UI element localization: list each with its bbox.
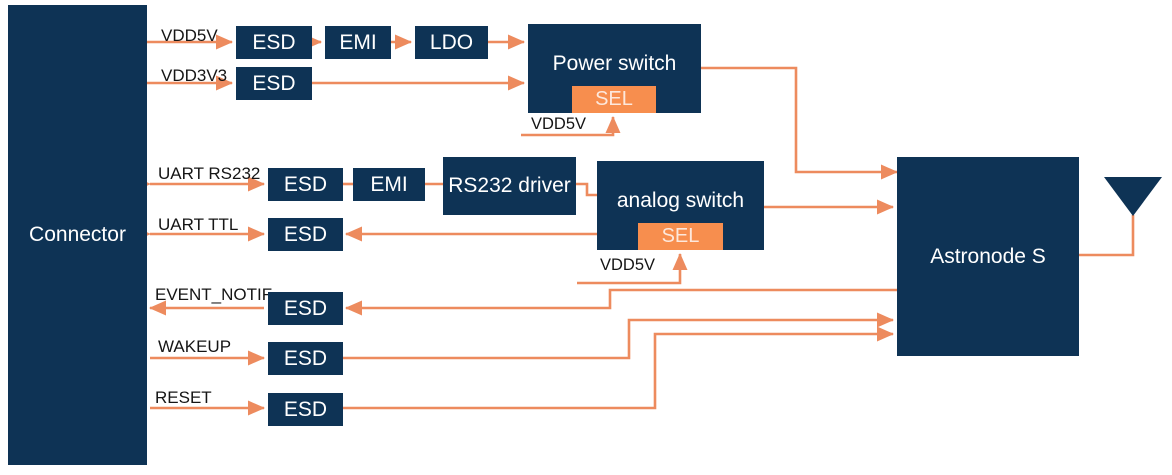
signal-label-event-notif: EVENT_NOTIF [155, 285, 273, 304]
block-rs232-driver[interactable]: RS232 driver [443, 157, 576, 215]
analog-switch-sel-badge[interactable]: SEL [638, 223, 723, 250]
wire-reset-esd-to-astronode [342, 326, 895, 410]
analog-switch-sel-label: SEL [661, 225, 700, 247]
signal-label-vdd5v: VDD5V [161, 26, 218, 45]
wire-event-notif-astronode-to-esd [344, 288, 897, 316]
block-emi-vdd5v[interactable]: EMI [325, 26, 391, 59]
block-esd-wakeup-label: ESD [283, 346, 328, 370]
signal-label-power-switch-sel-supply: VDD5V [531, 115, 587, 133]
signal-label-wakeup: WAKEUP [158, 337, 232, 356]
block-esd-uart-rs232-label: ESD [283, 172, 328, 196]
block-emi-uart-rs232[interactable]: EMI [353, 168, 425, 201]
block-esd-vdd3v3-label: ESD [252, 71, 296, 95]
block-esd-reset-label: ESD [283, 397, 328, 421]
block-esd-vdd3v3[interactable]: ESD [236, 67, 312, 100]
block-astronode-s[interactable]: Astronode S [897, 157, 1079, 356]
block-esd-event-notif-label: ESD [283, 296, 328, 320]
block-esd-event-notif[interactable]: ESD [268, 292, 343, 325]
power-switch-sel-label: SEL [595, 88, 633, 110]
signal-label-uart-rs232: UART RS232 [158, 164, 261, 183]
block-connector[interactable]: Connector [8, 5, 147, 465]
block-esd-vdd5v-label: ESD [252, 30, 296, 54]
wire-astronode-to-antenna [1079, 215, 1135, 257]
power-switch-sel-badge[interactable]: SEL [572, 86, 656, 113]
wire-rs232driver-to-analogswitch [576, 182, 597, 197]
wire-powerswitch-to-astronode [701, 66, 899, 180]
block-power-switch[interactable]: Power switch [528, 24, 701, 113]
signal-label-analog-switch-sel-supply: VDD5V [600, 256, 656, 274]
block-emi-uart-rs232-label: EMI [370, 172, 408, 196]
wire-wakeup-esd-to-astronode [342, 312, 895, 360]
block-analog-switch-label: analog switch [616, 189, 745, 212]
block-ldo-vdd5v[interactable]: LDO [415, 26, 488, 59]
block-esd-uart-ttl[interactable]: ESD [268, 218, 343, 251]
block-connector-label: Connector [29, 223, 126, 247]
block-esd-uart-rs232[interactable]: ESD [268, 168, 343, 201]
block-rs232-driver-label: RS232 driver [448, 174, 571, 198]
wire-powerswitch-sel-supply [521, 115, 621, 137]
signal-label-reset: RESET [155, 388, 212, 407]
signal-label-vdd3v3: VDD3V3 [161, 66, 228, 85]
block-esd-uart-ttl-label: ESD [283, 222, 328, 246]
block-esd-reset[interactable]: ESD [268, 393, 343, 426]
block-esd-wakeup[interactable]: ESD [268, 342, 343, 375]
block-astronode-s-label: Astronode S [930, 244, 1046, 268]
block-emi-vdd5v-label: EMI [339, 30, 377, 54]
block-esd-vdd5v[interactable]: ESD [236, 26, 312, 59]
signal-label-uart-ttl: UART TTL [158, 215, 239, 234]
antenna-icon [1104, 177, 1162, 216]
block-power-switch-label: Power switch [552, 52, 677, 75]
wire-analogswitch-sel-supply [577, 252, 688, 285]
block-ldo-vdd5v-label: LDO [429, 30, 474, 54]
